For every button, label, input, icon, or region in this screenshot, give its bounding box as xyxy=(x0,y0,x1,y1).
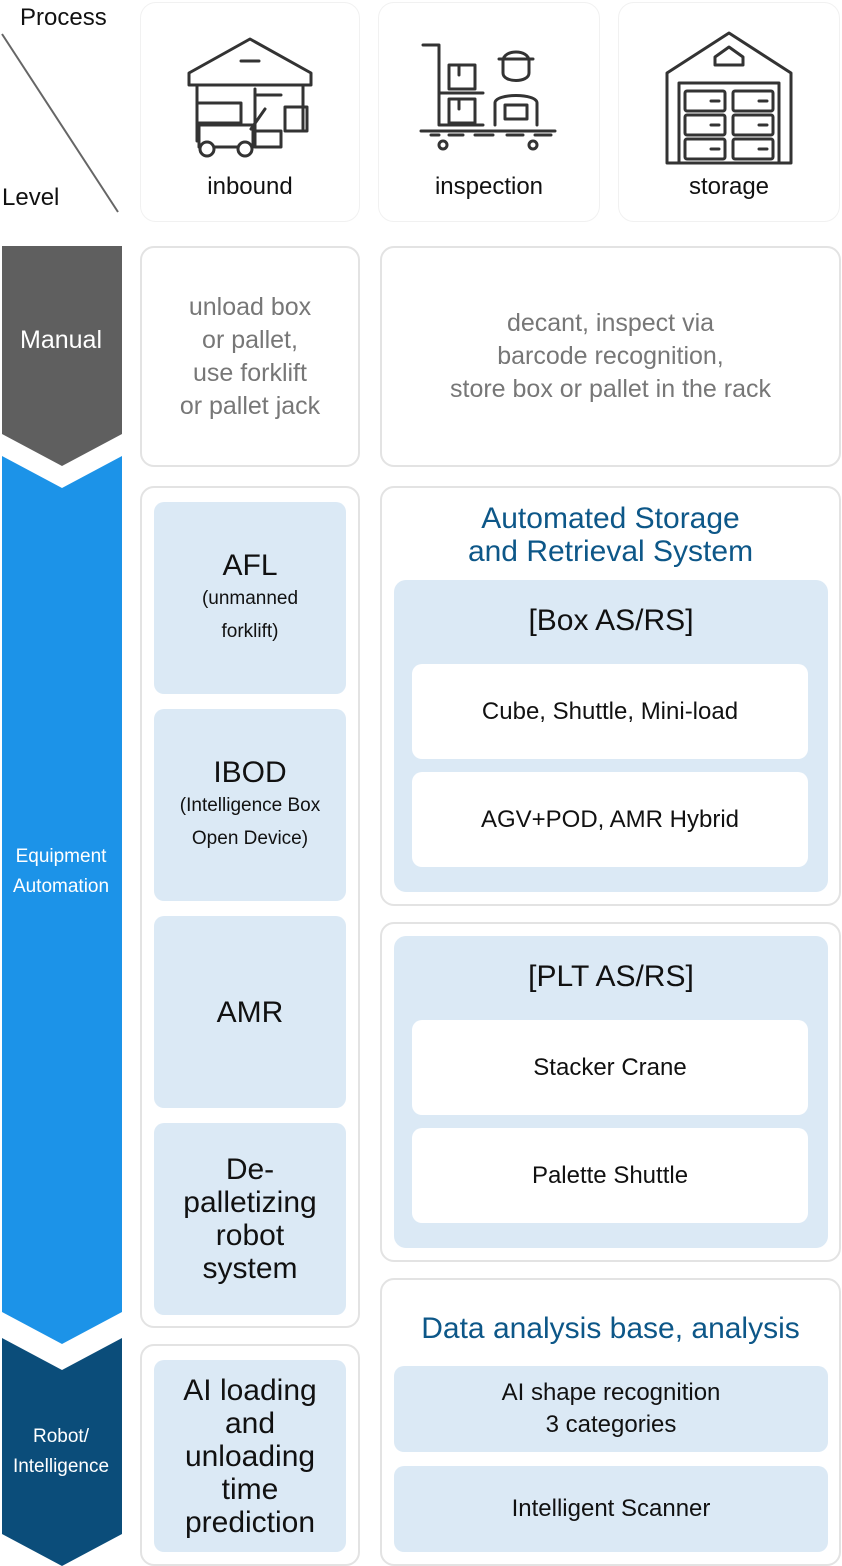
header-inbound-label: inbound xyxy=(207,173,293,200)
equipment-level-arrow xyxy=(2,456,122,1344)
warehouse-storage-icon xyxy=(619,29,839,165)
ai-loading-text: AI loading and unloading time prediction xyxy=(183,1373,317,1539)
robot-inbound-card: AI loading and unloading time prediction xyxy=(140,1344,360,1566)
asrs-box-card: Automated Storage and Retrieval System [… xyxy=(380,486,841,906)
level-arrows xyxy=(2,246,122,1566)
worker-boxes-icon xyxy=(379,29,599,159)
data-analysis-title: Data analysis base, analysis xyxy=(421,1312,800,1345)
ibod-title: IBOD xyxy=(213,755,287,789)
plt-asrs-title: [PLT AS/RS] xyxy=(528,960,694,993)
asrs-title: Automated Storage and Retrieval System xyxy=(467,502,754,568)
plt-asrs-panel: [PLT AS/RS] Stacker Crane Palette Shuttl… xyxy=(394,936,828,1248)
equipment-level-label: Equipment Automation xyxy=(12,846,110,897)
plt-asrs-item-shuttle: Palette Shuttle xyxy=(412,1128,808,1223)
header-inspection-label: inspection xyxy=(434,173,544,200)
ai-loading-box: AI loading and unloading time prediction xyxy=(154,1360,346,1552)
manual-level-label: Manual xyxy=(20,326,102,354)
manual-inbound-text: unload box or pallet, use forklift or pa… xyxy=(179,292,321,420)
box-asrs-panel: [Box AS/RS] Cube, Shuttle, Mini-load AGV… xyxy=(394,580,828,892)
data-analysis-card: Data analysis base, analysis AI shape re… xyxy=(380,1278,841,1566)
robot-level-arrow xyxy=(2,1338,122,1566)
corner-diagonal-line xyxy=(1,33,119,213)
header-inspection: inspection xyxy=(378,2,600,222)
amr-box: AMR xyxy=(154,916,346,1108)
ibod-subtitle: (Intelligence Box Open Device) xyxy=(179,794,321,849)
afl-title: AFL xyxy=(222,548,278,582)
warehouse-forklift-icon xyxy=(141,29,359,159)
corner-header: Process Level xyxy=(0,0,130,222)
box-asrs-title: [Box AS/RS] xyxy=(528,604,694,637)
manual-storage-card: decant, inspect via barcode recognition,… xyxy=(380,246,841,467)
manual-storage-text: decant, inspect via barcode recognition,… xyxy=(450,309,771,403)
manual-inbound-card: unload box or pallet, use forklift or pa… xyxy=(140,246,360,467)
afl-subtitle: (unmanned forklift) xyxy=(201,587,299,642)
robot-level-label: Robot/ Intelligence xyxy=(12,1426,110,1477)
ibod-box: IBOD (Intelligence Box Open Device) xyxy=(154,709,346,901)
equipment-inbound-card: AFL (unmanned forklift) IBOD (Intelligen… xyxy=(140,486,360,1328)
asrs-plt-card: [PLT AS/RS] Stacker Crane Palette Shuttl… xyxy=(380,922,841,1262)
header-storage: storage xyxy=(618,2,840,222)
amr-title: AMR xyxy=(216,995,284,1029)
intelligent-scanner-box: Intelligent Scanner xyxy=(394,1466,828,1552)
afl-box: AFL (unmanned forklift) xyxy=(154,502,346,694)
plt-asrs-item-stacker: Stacker Crane xyxy=(412,1020,808,1115)
header-storage-label: storage xyxy=(688,173,770,200)
box-asrs-item-cube: Cube, Shuttle, Mini-load xyxy=(412,664,808,759)
header-inbound: inbound xyxy=(140,2,360,222)
process-label: Process xyxy=(20,4,107,31)
ai-shape-recognition-box: AI shape recognition 3 categories xyxy=(394,1366,828,1452)
manual-level-arrow xyxy=(2,246,122,466)
depalletizing-box: De- palletizing robot system xyxy=(154,1123,346,1315)
level-label: Level xyxy=(2,184,60,211)
depalletizing-title: De- palletizing robot system xyxy=(183,1153,317,1285)
box-asrs-item-agv: AGV+POD, AMR Hybrid xyxy=(412,772,808,867)
